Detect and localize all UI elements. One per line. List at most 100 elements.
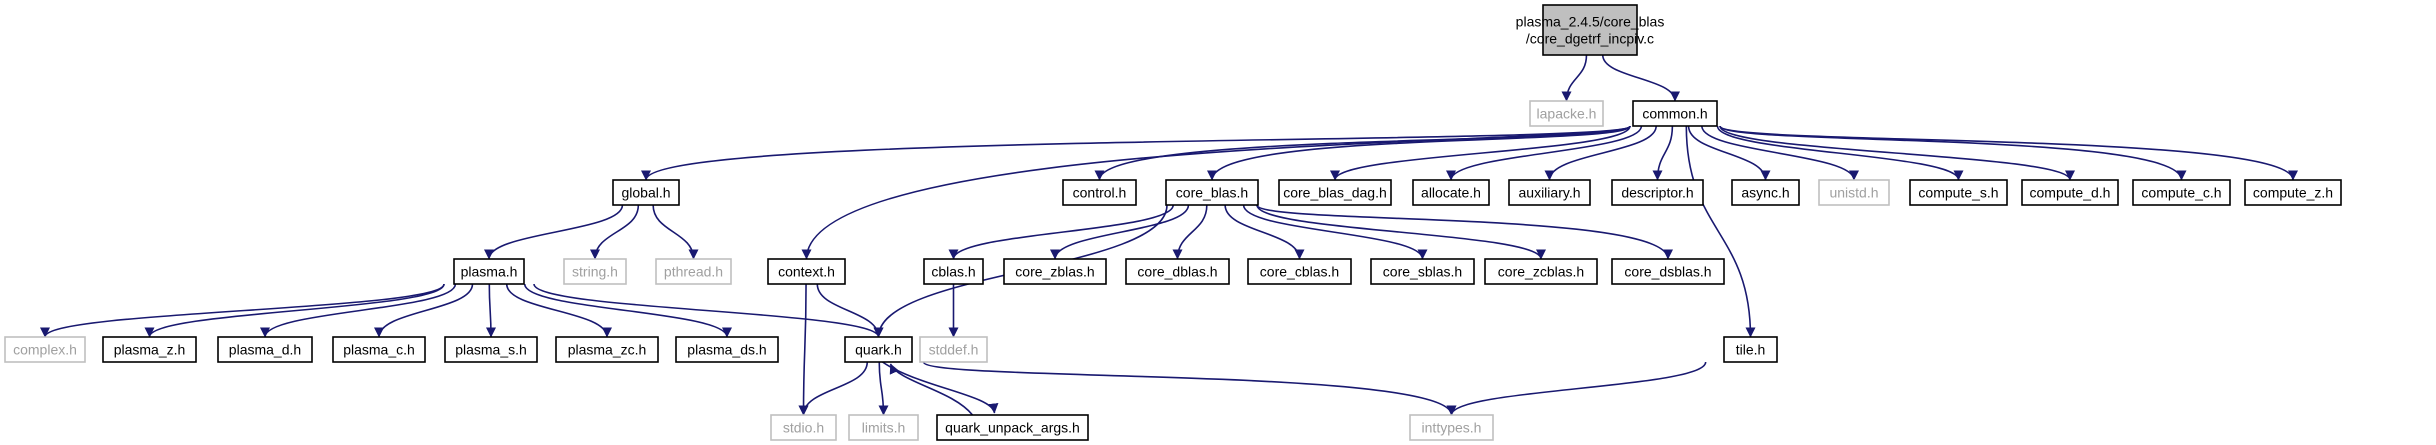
node-root[interactable]: plasma_2.4.5/core_blas/core_dgetrf_incpi… [1516,4,1665,56]
node-plasma_d[interactable]: plasma_d.h [217,336,313,363]
edge-root-to-lapacke [1561,54,1588,102]
node-label-core_blas: core_blas.h [1176,185,1248,201]
node-plasma_c[interactable]: plasma_c.h [332,336,426,363]
node-control[interactable]: control.h [1062,179,1137,206]
node-compute_d[interactable]: compute_d.h [2021,179,2119,206]
node-label-quark: quark.h [855,342,902,358]
node-compute_c[interactable]: compute_c.h [2132,179,2231,206]
node-label-line: allocate.h [1421,185,1481,201]
edge-plasma-to-quark [533,283,884,338]
node-common[interactable]: common.h [1632,100,1718,127]
node-label-core_zcblas: core_zcblas.h [1498,264,1584,280]
node-box-complex [4,336,86,363]
node-label-line: plasma_d.h [229,342,301,358]
node-core_zblas[interactable]: core_zblas.h [1003,258,1107,285]
node-descriptor[interactable]: descriptor.h [1611,179,1704,206]
node-label-complex: complex.h [13,342,77,358]
node-label-line: plasma.h [461,264,518,280]
node-box-plasma [453,258,525,285]
node-label-line: /core_dgetrf_incpiv.c [1526,31,1654,47]
node-label-line: compute_c.h [2141,185,2221,201]
node-stddef: stddef.h [919,336,988,363]
edge-quark_unpack_args-to-quark [889,363,974,416]
node-label-line: compute_d.h [2030,185,2111,201]
node-box-inttypes [1409,414,1494,441]
node-label-unistd: unistd.h [1829,185,1878,201]
node-box-compute_s [1909,179,2008,206]
node-label-async: async.h [1741,185,1789,201]
node-label-line: core_cblas.h [1260,264,1339,280]
edge-core_blas-to-cblas [948,204,1175,260]
node-box-plasma_zc [555,336,659,363]
node-compute_s[interactable]: compute_s.h [1909,179,2008,206]
edge-common-to-unistd [1701,125,1859,181]
node-complex: complex.h [4,336,86,363]
node-box-quark [844,336,913,363]
node-label-line: lapacke.h [1537,106,1597,122]
node-label-line: unistd.h [1829,185,1878,201]
edge-common-to-compute_d [1719,125,2075,181]
node-async[interactable]: async.h [1731,179,1800,206]
node-compute_z[interactable]: compute_z.h [2244,179,2342,206]
edge-plasma-to-plasma_z [144,283,445,338]
node-box-root [1542,4,1638,56]
node-box-core_blas [1165,179,1259,206]
node-plasma[interactable]: plasma.h [453,258,525,285]
node-core_zcblas[interactable]: core_zcblas.h [1484,258,1598,285]
edge-plasma-to-plasma_ds [523,283,732,338]
node-box-plasma_s [444,336,538,363]
edge-quark-to-limits [878,361,889,416]
node-core_cblas[interactable]: core_cblas.h [1247,258,1352,285]
node-core_dblas[interactable]: core_dblas.h [1125,258,1230,285]
node-label-line: control.h [1073,185,1127,201]
edge-common-to-core_blas [1207,125,1631,181]
edge-plasma-to-plasma_zc [505,283,612,338]
node-plasma_ds[interactable]: plasma_ds.h [675,336,779,363]
node-box-plasma_d [217,336,313,363]
node-plasma_z[interactable]: plasma_z.h [102,336,197,363]
node-context[interactable]: context.h [767,258,846,285]
node-box-plasma_z [102,336,197,363]
node-plasma_s[interactable]: plasma_s.h [444,336,538,363]
node-label-line: async.h [1741,185,1789,201]
node-box-tile [1723,336,1778,363]
node-label-line: core_zcblas.h [1498,264,1584,280]
node-quark[interactable]: quark.h [844,336,913,363]
node-box-string [563,258,627,285]
edge-common-to-compute_s [1716,125,1964,181]
node-label-core_zblas: core_zblas.h [1015,264,1094,280]
edge-root-to-common [1601,54,1680,102]
node-auxiliary[interactable]: auxiliary.h [1508,179,1591,206]
node-plasma_zc[interactable]: plasma_zc.h [555,336,659,363]
node-label-core_cblas: core_cblas.h [1260,264,1339,280]
node-core_sblas[interactable]: core_sblas.h [1370,258,1475,285]
node-label-tile: tile.h [1736,342,1766,358]
node-box-cblas [923,258,984,285]
node-label-plasma: plasma.h [461,264,518,280]
node-box-unistd [1818,179,1890,206]
node-box-stdio [770,414,837,441]
node-allocate[interactable]: allocate.h [1412,179,1490,206]
node-core_dsblas[interactable]: core_dsblas.h [1611,258,1725,285]
node-cblas[interactable]: cblas.h [923,258,984,285]
node-quark_unpack_args[interactable]: quark_unpack_args.h [936,414,1089,441]
node-tile[interactable]: tile.h [1723,336,1778,363]
node-label-plasma_d: plasma_d.h [229,342,301,358]
node-global[interactable]: global.h [612,179,680,206]
node-label-line: core_blas.h [1176,185,1248,201]
node-label-compute_s: compute_s.h [1918,185,1998,201]
node-box-descriptor [1611,179,1704,206]
node-label-plasma_ds: plasma_ds.h [687,342,766,358]
node-core_blas_dag[interactable]: core_blas_dag.h [1278,179,1392,206]
edge-quark-to-quark_unpack_args [882,361,999,414]
node-core_blas[interactable]: core_blas.h [1165,179,1259,206]
node-box-stddef [919,336,988,363]
node-label-line: stdio.h [783,420,824,436]
node-label-line: global.h [621,185,670,201]
node-box-lapacke [1529,100,1604,127]
node-label-line: limits.h [862,420,906,436]
edge-common-to-compute_z [1719,125,2298,181]
node-label-cblas: cblas.h [931,264,975,280]
node-unistd: unistd.h [1818,179,1890,206]
node-label-stddef: stddef.h [929,342,979,358]
